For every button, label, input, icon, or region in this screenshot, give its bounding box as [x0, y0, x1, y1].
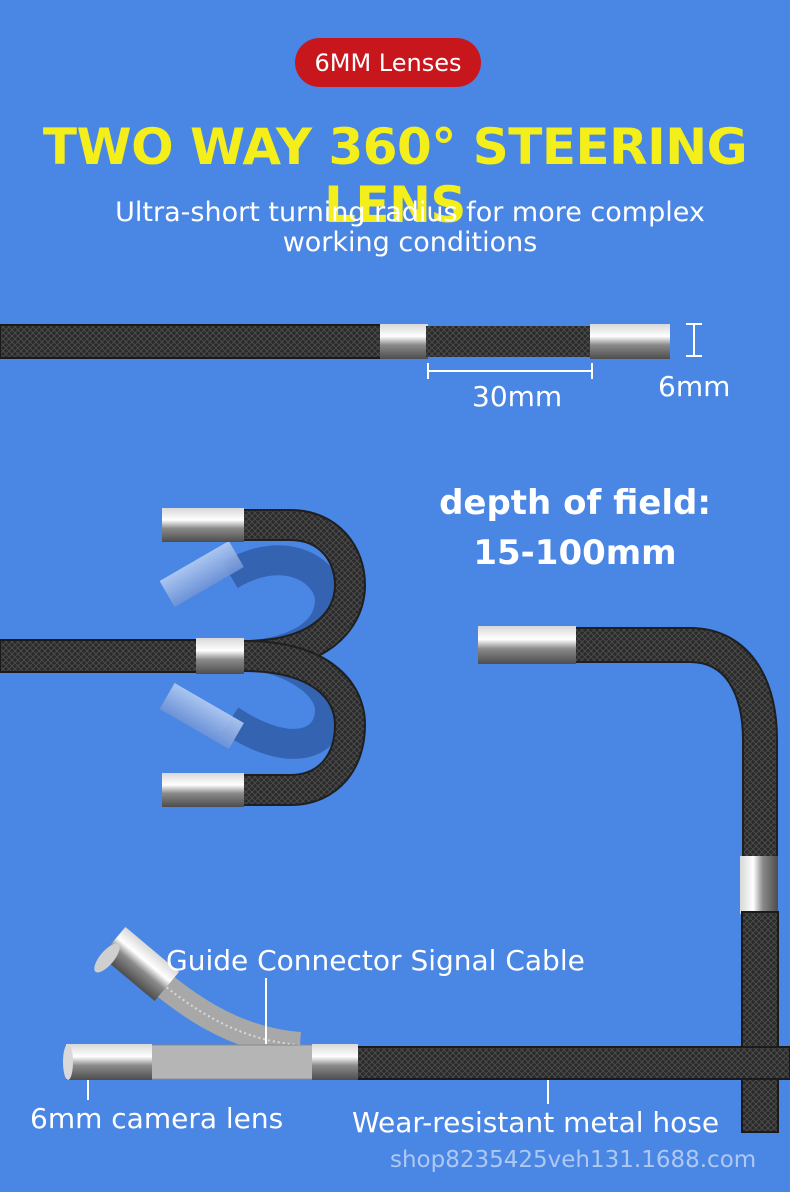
metal-hose-callout: Wear-resistant metal hose [352, 1106, 720, 1139]
lens-size-badge: 6MM Lenses [295, 38, 481, 87]
camera-lens-callout: 6mm camera lens [30, 1102, 284, 1135]
subtitle-line-2: working conditions [282, 227, 538, 258]
subtitle-line-1: Ultra-short turning radius for more comp… [115, 197, 705, 228]
depth-of-field: depth of field: 15-100mm [430, 478, 720, 578]
length-dimension-label: 30mm [472, 380, 563, 413]
shop-watermark: shop8235425veh131.1688.com [390, 1147, 757, 1173]
page-title: TWO WAY 360° STEERING LENS [42, 118, 748, 234]
straight-probe [0, 323, 702, 379]
depth-of-field-heading: depth of field: [439, 483, 711, 523]
angled-probe [478, 626, 779, 1133]
bottom-probe [63, 926, 790, 1104]
guide-cable-callout: Guide Connector Signal Cable [166, 944, 585, 977]
depth-of-field-range: 15-100mm [473, 533, 677, 573]
subtitle: Ultra-short turning radius for more comp… [80, 198, 740, 258]
bending-probe [0, 508, 367, 807]
diameter-dimension-label: 6mm [658, 370, 731, 403]
